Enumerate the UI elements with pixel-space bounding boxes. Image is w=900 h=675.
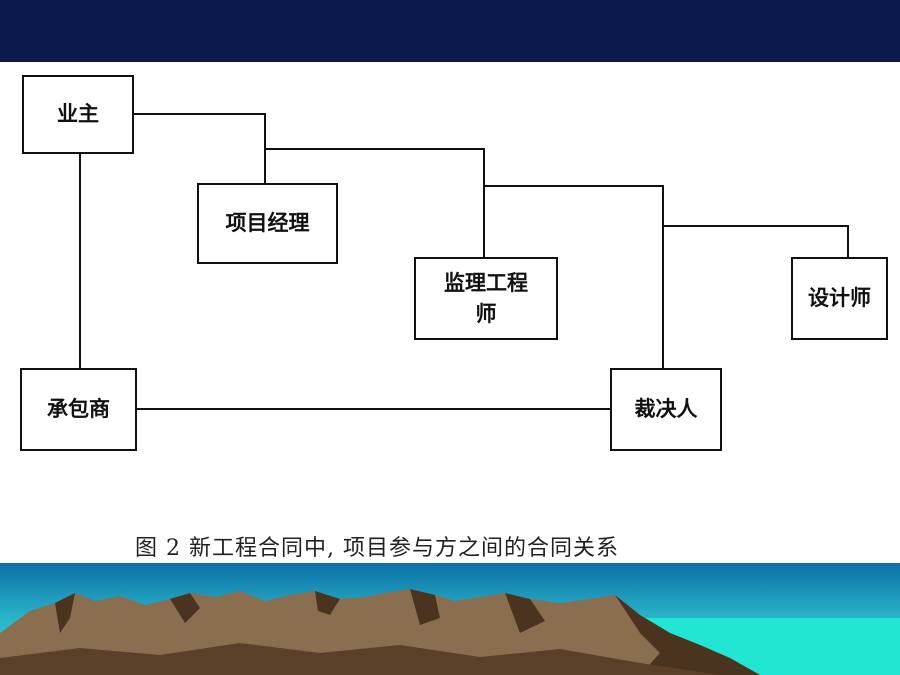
node-contractor: 承包商 bbox=[20, 368, 137, 451]
node-designer: 设计师 bbox=[791, 257, 888, 340]
mountain-shadow-1 bbox=[55, 593, 75, 633]
mountain-shadow-2 bbox=[170, 593, 200, 623]
node-project-manager-label: 项目经理 bbox=[225, 211, 310, 236]
node-project-manager: 项目经理 bbox=[197, 183, 338, 264]
node-supervising-engineer: 监理工程师 bbox=[414, 257, 558, 340]
title-bar bbox=[0, 0, 900, 62]
mountain-shadow-6 bbox=[615, 595, 760, 675]
node-owner: 业主 bbox=[22, 75, 134, 154]
node-adjudicator: 裁决人 bbox=[610, 368, 722, 451]
mountain-shadow-5 bbox=[505, 593, 545, 633]
mountain-shadow-4 bbox=[410, 589, 440, 625]
mountain-shadow-3 bbox=[315, 591, 340, 615]
figure-caption: 图 2 新工程合同中, 项目参与方之间的合同关系 bbox=[135, 536, 619, 561]
node-owner-label: 业主 bbox=[57, 102, 99, 127]
relationship-connectors bbox=[79, 113, 849, 410]
node-supervising-engineer-label: 监理工程师 bbox=[444, 271, 528, 326]
connector-owner-to-contract-line bbox=[134, 113, 266, 149]
foreground-ridge bbox=[0, 643, 720, 675]
node-contractor-label: 承包商 bbox=[47, 397, 110, 422]
node-adjudicator-label: 裁决人 bbox=[634, 397, 698, 422]
connector-main-horizontal bbox=[265, 148, 849, 258]
node-designer-label: 设计师 bbox=[808, 286, 871, 311]
mountain-landscape-decoration bbox=[0, 563, 900, 675]
